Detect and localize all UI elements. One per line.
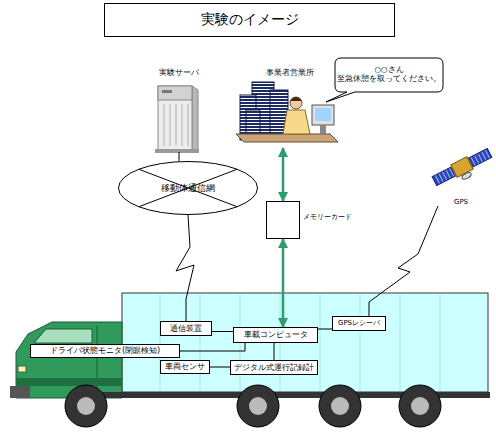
node-text: 車載コンピュータ (244, 330, 308, 339)
hub (249, 397, 267, 415)
wheel (237, 385, 279, 427)
ellipse-shape (119, 162, 258, 215)
device-box: デジタル式運行記録計 (230, 360, 318, 375)
wheel (399, 385, 441, 427)
server-drive (162, 90, 172, 93)
connector-line (318, 329, 332, 330)
connector-line (179, 152, 180, 161)
cab-stripe (16, 378, 122, 386)
server-vents (164, 104, 188, 146)
office-illustration (236, 82, 338, 142)
solar-panel (432, 167, 455, 185)
wheel (65, 385, 107, 427)
title-box: 実験のイメージ (104, 3, 395, 37)
monitor (312, 105, 334, 125)
server-illustration (155, 86, 199, 153)
monitor-screen (315, 108, 331, 121)
node-text: 車両センサ (165, 362, 205, 371)
headlight (18, 366, 26, 372)
hub (331, 397, 349, 415)
gps-node: GPS (428, 146, 494, 206)
device-box: 車両センサ (160, 360, 210, 374)
bumper (10, 386, 30, 398)
connector-line (180, 343, 245, 351)
hub (77, 397, 95, 415)
desk (236, 134, 338, 142)
server-side (192, 86, 198, 152)
container-ribs (160, 294, 440, 391)
network-ellipse: 移動体通信網 (118, 161, 258, 215)
server-base (155, 149, 199, 153)
node-text: デジタル式運行記録計 (234, 363, 314, 372)
connector-line (210, 367, 230, 368)
device-box: GPSレシーバ (332, 316, 386, 331)
double-arrow (282, 148, 285, 201)
container (122, 293, 488, 392)
truck-illustration (10, 293, 490, 427)
bubble-shape (326, 58, 443, 102)
satellite-dish (461, 171, 472, 180)
person-body (283, 110, 310, 134)
connector-line (176, 215, 194, 321)
connector-line (274, 343, 275, 360)
double-arrow (282, 239, 285, 327)
node-text: 移動体通信網 (161, 183, 215, 193)
node-text: 事業者営業所 (266, 68, 314, 77)
person-head (290, 97, 302, 109)
hub (411, 397, 429, 415)
wheel (319, 385, 361, 427)
cab (16, 322, 122, 398)
solar-panel (469, 148, 492, 166)
wheels (65, 385, 441, 427)
satellite-illustration (431, 147, 495, 193)
person-hair (290, 97, 302, 101)
node-text: ドライバ状態モニタ(閉眼検知) (50, 346, 160, 355)
cab-window (34, 329, 92, 343)
node-text: 実験サーバ (159, 68, 199, 77)
speech-bubble: ○○さん 至急休憩を取ってください。 (335, 58, 443, 92)
monitor-stand (320, 125, 326, 134)
cross-mark (139, 169, 237, 206)
server-node: 実験サーバ (146, 68, 212, 152)
memory-card: メモリーカード (266, 201, 300, 239)
device-box: 通信装置 (160, 321, 212, 336)
node-text: GPSレシーバ (338, 319, 380, 327)
node-text: ○○さん 至急休憩を取ってください。 (334, 66, 444, 83)
server-front (158, 86, 192, 150)
node-text: 通信装置 (170, 324, 202, 333)
office-node: 事業者営業所 (232, 68, 348, 148)
node-text: GPS (428, 198, 494, 206)
server-top-panel (158, 86, 192, 100)
device-box: ドライバ状態モニタ(閉眼検知) (30, 344, 180, 358)
device-box: 車載コンピュータ (233, 327, 318, 343)
connector-line (369, 206, 438, 316)
node-text: メモリーカード (303, 214, 352, 221)
title-text: 実験のイメージ (201, 11, 299, 29)
connector-line (212, 331, 233, 332)
